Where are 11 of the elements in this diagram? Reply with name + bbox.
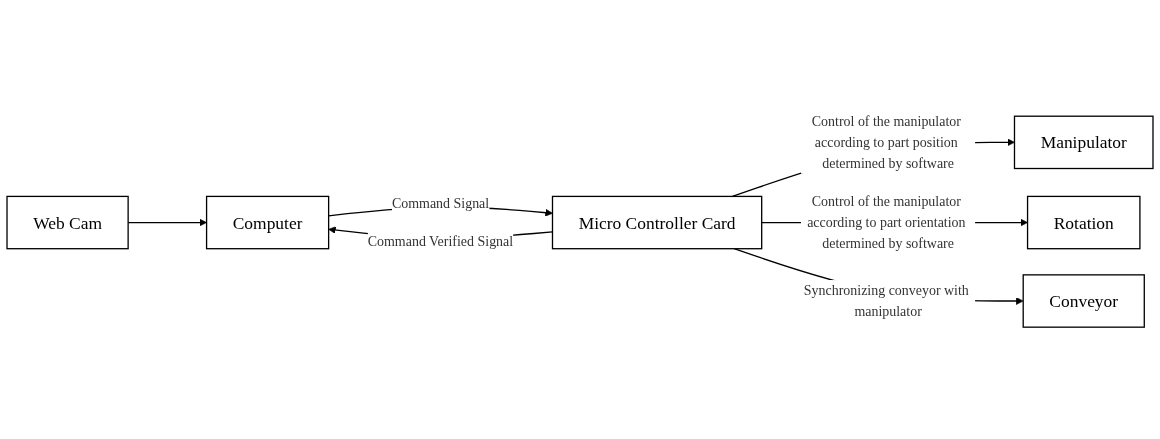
edge-label: Command Signal	[391, 195, 490, 211]
edge-label: Synchronizing conveyor with manipulator	[803, 283, 969, 319]
node-box: Manipulator	[1013, 115, 1154, 170]
edge-label: Command Verified Signal	[367, 234, 514, 250]
node-box: Web Cam	[6, 196, 129, 250]
node-box: Computer	[205, 196, 330, 250]
node-box: Conveyor	[1022, 274, 1145, 329]
edge-label: Control of the manipulator according to part orientation determined by software	[807, 194, 966, 251]
edge-label: Control of the manipulator according to part position determined by software	[811, 114, 961, 171]
node-box: Micro Controller Card	[551, 196, 763, 250]
node-box: Rotation	[1026, 196, 1141, 250]
